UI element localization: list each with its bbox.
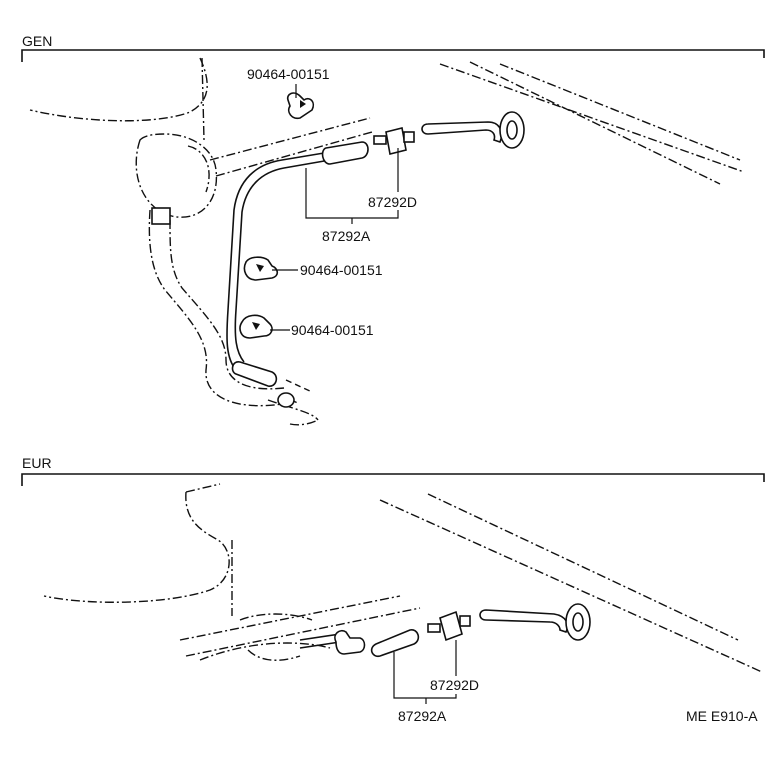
gen-section-frame <box>21 49 765 62</box>
eur-section-title: EUR <box>22 455 52 471</box>
gen-clip-top <box>286 92 315 120</box>
eur-connector-nipple <box>459 615 471 627</box>
gen-pipe-inner <box>234 159 331 363</box>
gen-bracket-tube <box>305 168 399 219</box>
gen-tank-edge <box>201 57 205 141</box>
gen-clip-low <box>239 314 273 339</box>
gen-lower-fitting <box>277 392 295 408</box>
gen-grommet-hole <box>506 120 518 140</box>
eur-tube-87292a <box>370 629 420 658</box>
eur-bracket-tube <box>393 652 457 699</box>
gen-right-hose <box>421 121 503 143</box>
eur-right-hose <box>479 609 569 633</box>
gen-clip-low-hole <box>252 322 260 330</box>
gen-label-clip-low: 90464-00151 <box>291 322 374 338</box>
eur-pipe-end-hose <box>334 629 366 655</box>
gen-connector-body <box>385 127 407 155</box>
gen-clip-mid-hole <box>256 264 264 272</box>
gen-hose-band <box>151 207 171 225</box>
gen-frame-line-3 <box>469 61 721 185</box>
gen-label-clip-mid: 90464-00151 <box>300 262 383 278</box>
gen-canister-face <box>187 145 210 193</box>
gen-rail-line-1 <box>209 117 371 161</box>
eur-connector-body <box>439 610 463 642</box>
gen-frame-line-1 <box>439 63 745 173</box>
gen-label-tube: 87292A <box>322 228 371 244</box>
gen-canister-hose-outer <box>148 209 283 407</box>
figure-code: ME E910-A <box>686 708 758 724</box>
gen-connector-stem <box>373 135 387 145</box>
gen-pipe-outer <box>226 151 331 371</box>
eur-tank-outline <box>43 491 230 603</box>
eur-pipe-end-1 <box>299 633 341 641</box>
gen-canister-hose-inner <box>169 219 285 390</box>
gen-clip-mid <box>243 256 279 281</box>
eur-frame-line-1 <box>379 499 763 673</box>
eur-connector-stem <box>427 623 441 633</box>
gen-tank-outline <box>29 57 208 122</box>
gen-frame-line-2 <box>499 63 741 161</box>
gen-connector-nipple <box>403 131 415 143</box>
eur-connector-87292d <box>427 610 471 642</box>
eur-body-top <box>185 483 221 493</box>
eur-section-frame <box>21 473 765 486</box>
eur-rail-line-1 <box>179 595 401 641</box>
eur-label-connector: 87292D <box>430 677 479 693</box>
eur-pipe-end-2 <box>299 641 341 649</box>
gen-canister <box>135 133 218 218</box>
gen-section-title: GEN <box>22 33 52 49</box>
gen-lower-hose <box>231 361 278 387</box>
eur-rail-line-2 <box>185 607 421 657</box>
eur-pipe-curve-1 <box>239 613 313 621</box>
gen-lower-hose-end <box>267 399 319 426</box>
gen-connector-87292d <box>373 127 415 155</box>
eur-pipe-curve-2 <box>199 642 331 661</box>
eur-frame-line-2 <box>427 493 739 641</box>
gen-clip-top-hole <box>300 100 306 108</box>
eur-section: EUR 87292D 872 <box>21 455 765 724</box>
gen-rail-line-2 <box>215 131 373 177</box>
eur-pipe-curve-3 <box>247 649 301 661</box>
gen-label-connector: 87292D <box>368 194 417 210</box>
eur-grommet-hole <box>572 612 584 632</box>
gen-section: GEN <box>21 33 765 426</box>
gen-hose-87292a <box>321 141 369 165</box>
gen-label-clip-top: 90464-00151 <box>247 66 330 82</box>
eur-label-tube: 87292A <box>398 708 447 724</box>
